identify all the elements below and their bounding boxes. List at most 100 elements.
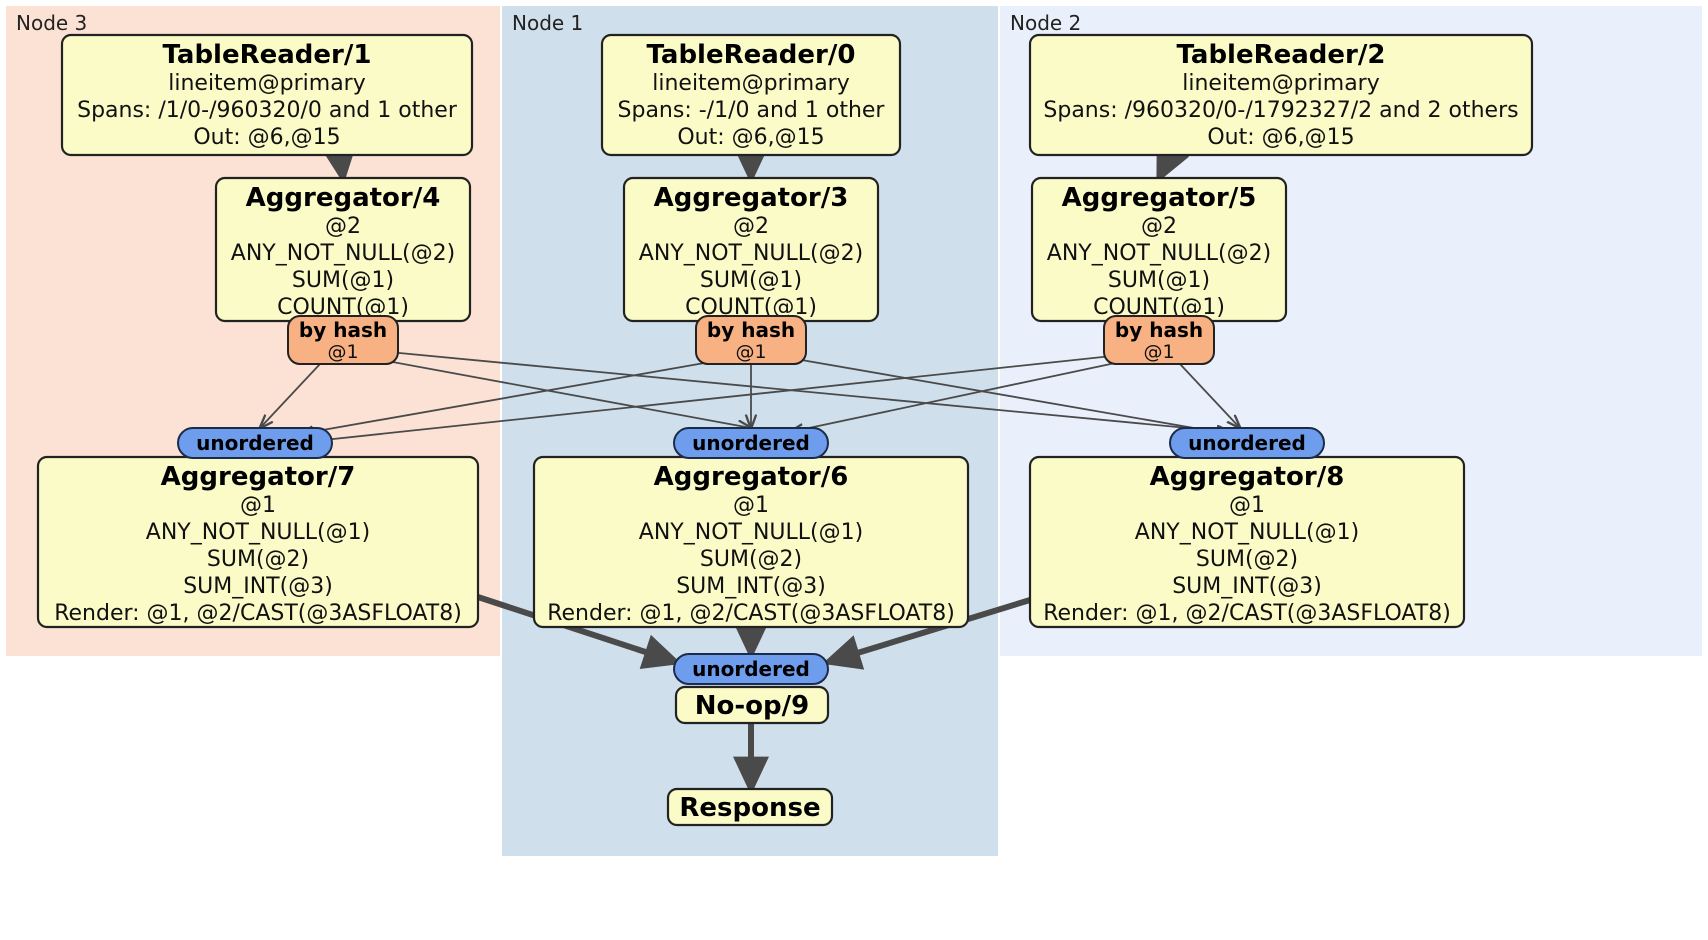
processor-detail-line: SUM_INT(@3) — [676, 574, 826, 599]
processor-box-aggregator3[interactable]: Aggregator/3@2ANY_NOT_NULL(@2)SUM(@1)COU… — [622, 176, 880, 323]
processor-title: Aggregator/8 — [1150, 462, 1345, 492]
processor-detail-line: lineitem@primary — [652, 71, 850, 96]
processor-title: Aggregator/4 — [246, 183, 441, 213]
badge-label: unordered — [1188, 431, 1306, 455]
processor-detail-line: @1 — [240, 493, 276, 518]
badge-hash-left[interactable]: by hash@1 — [287, 315, 399, 365]
badge-sublabel: @1 — [1143, 341, 1174, 363]
badge-background — [673, 427, 829, 459]
processor-detail-line: SUM(@2) — [207, 547, 309, 572]
edge-hashL-unM — [359, 355, 751, 428]
processor-title: Response — [679, 793, 820, 823]
processor-detail-line: Render: @1, @2/CAST(@3ASFLOAT8) — [1043, 601, 1451, 626]
node-panel-label: Node 2 — [1010, 11, 1081, 35]
badge-label: unordered — [692, 431, 810, 455]
badge-unordered-right[interactable]: unordered — [1169, 427, 1325, 459]
processor-box-background — [674, 685, 830, 725]
processor-detail-line: Spans: /1/0-/960320/0 and 1 other — [77, 98, 458, 123]
badge-background — [673, 653, 829, 685]
processor-box-aggregator7[interactable]: Aggregator/7@1ANY_NOT_NULL(@1)SUM(@2)SUM… — [36, 455, 480, 629]
edge-hashL-unR — [367, 349, 1230, 432]
processor-box-background — [666, 787, 834, 827]
badge-unordered-mid[interactable]: unordered — [673, 427, 829, 459]
processor-detail-line: ANY_NOT_NULL(@1) — [1135, 520, 1359, 545]
processor-detail-line: SUM(@2) — [700, 547, 802, 572]
processor-detail-line: @2 — [1141, 214, 1177, 239]
edge-tr1-agg4 — [320, 143, 357, 184]
processor-detail-line: Render: @1, @2/CAST(@3ASFLOAT8) — [54, 601, 462, 626]
processor-detail-line: Out: @6,@15 — [193, 125, 340, 150]
badge-sublabel: @1 — [327, 341, 358, 363]
processor-detail-line: SUM_INT(@3) — [183, 574, 333, 599]
processor-box-noop9[interactable]: No-op/9 — [674, 685, 830, 725]
processor-box-aggregator8[interactable]: Aggregator/8@1ANY_NOT_NULL(@1)SUM(@2)SUM… — [1028, 455, 1466, 629]
processor-detail-line: Out: @6,@15 — [1207, 125, 1354, 150]
processor-box-aggregator5[interactable]: Aggregator/5@2ANY_NOT_NULL(@2)SUM(@1)COU… — [1030, 176, 1288, 323]
processor-detail-line: ANY_NOT_NULL(@2) — [1047, 241, 1271, 266]
processor-detail-line: @1 — [733, 493, 769, 518]
badge-hash-mid[interactable]: by hash@1 — [695, 315, 807, 365]
processor-box-aggregator6[interactable]: Aggregator/6@1ANY_NOT_NULL(@1)SUM(@2)SUM… — [532, 455, 970, 629]
processor-detail-line: ANY_NOT_NULL(@2) — [639, 241, 863, 266]
edge-hashR-unM — [790, 361, 1121, 432]
processor-detail-line: Spans: -/1/0 and 1 other — [618, 98, 886, 123]
processor-box-background — [1028, 33, 1534, 157]
processor-detail-line: @2 — [325, 214, 361, 239]
edge-tr2-agg5 — [1156, 141, 1190, 184]
processor-box-response[interactable]: Response — [666, 787, 834, 827]
badge-label: by hash — [299, 318, 387, 342]
badge-unordered-left[interactable]: unordered — [177, 427, 333, 459]
edges-group — [260, 141, 1240, 795]
processor-detail-line: SUM_INT(@3) — [1172, 574, 1322, 599]
processor-detail-line: Render: @1, @2/CAST(@3ASFLOAT8) — [547, 601, 955, 626]
badge-background — [177, 427, 333, 459]
edge-hashR-unL — [305, 355, 1113, 442]
processor-detail-line: Spans: /960320/0-/1792327/2 and 2 others — [1043, 98, 1518, 123]
processor-title: TableReader/1 — [163, 40, 372, 70]
edge-hashM-unL — [300, 361, 711, 434]
processor-detail-line: lineitem@primary — [168, 71, 366, 96]
processor-detail-line: lineitem@primary — [1182, 71, 1380, 96]
processor-title: Aggregator/3 — [654, 183, 849, 213]
badge-unordered-final[interactable]: unordered — [673, 653, 829, 685]
badge-background — [695, 315, 807, 365]
processor-detail-line: ANY_NOT_NULL(@1) — [146, 520, 370, 545]
processor-title: TableReader/2 — [1177, 40, 1386, 70]
badge-label: by hash — [1115, 318, 1203, 342]
processor-title: No-op/9 — [695, 691, 809, 721]
processor-detail-line: ANY_NOT_NULL(@2) — [231, 241, 455, 266]
processor-detail-line: ANY_NOT_NULL(@1) — [639, 520, 863, 545]
node-panel-label: Node 1 — [512, 11, 583, 35]
edge-agg7-final — [477, 594, 682, 669]
processor-detail-line: Out: @6,@15 — [677, 125, 824, 150]
processor-detail-line: SUM(@1) — [292, 268, 394, 293]
node-panel-label: Node 3 — [16, 11, 87, 35]
processor-detail-line: SUM(@1) — [700, 268, 802, 293]
edge-hashM-unR — [789, 357, 1240, 436]
edge-hashL-unL — [260, 363, 321, 428]
badge-background — [1103, 315, 1215, 365]
badge-label: unordered — [196, 431, 314, 455]
processor-box-background — [600, 33, 902, 157]
badge-background — [287, 315, 399, 365]
badge-hash-right[interactable]: by hash@1 — [1103, 315, 1215, 365]
processor-detail-line: @1 — [1229, 493, 1265, 518]
processor-title: Aggregator/6 — [654, 462, 849, 492]
badge-label: by hash — [707, 318, 795, 342]
processor-title: Aggregator/5 — [1062, 183, 1257, 213]
processor-detail-line: @2 — [733, 214, 769, 239]
processor-box-background — [60, 33, 474, 157]
processor-title: Aggregator/7 — [161, 462, 356, 492]
edge-agg8-final — [822, 597, 1031, 670]
badge-label: unordered — [692, 657, 810, 681]
processor-box-aggregator4[interactable]: Aggregator/4@2ANY_NOT_NULL(@2)SUM(@1)COU… — [214, 176, 472, 323]
processor-title: TableReader/0 — [647, 40, 856, 70]
processor-detail-line: SUM(@2) — [1196, 547, 1298, 572]
